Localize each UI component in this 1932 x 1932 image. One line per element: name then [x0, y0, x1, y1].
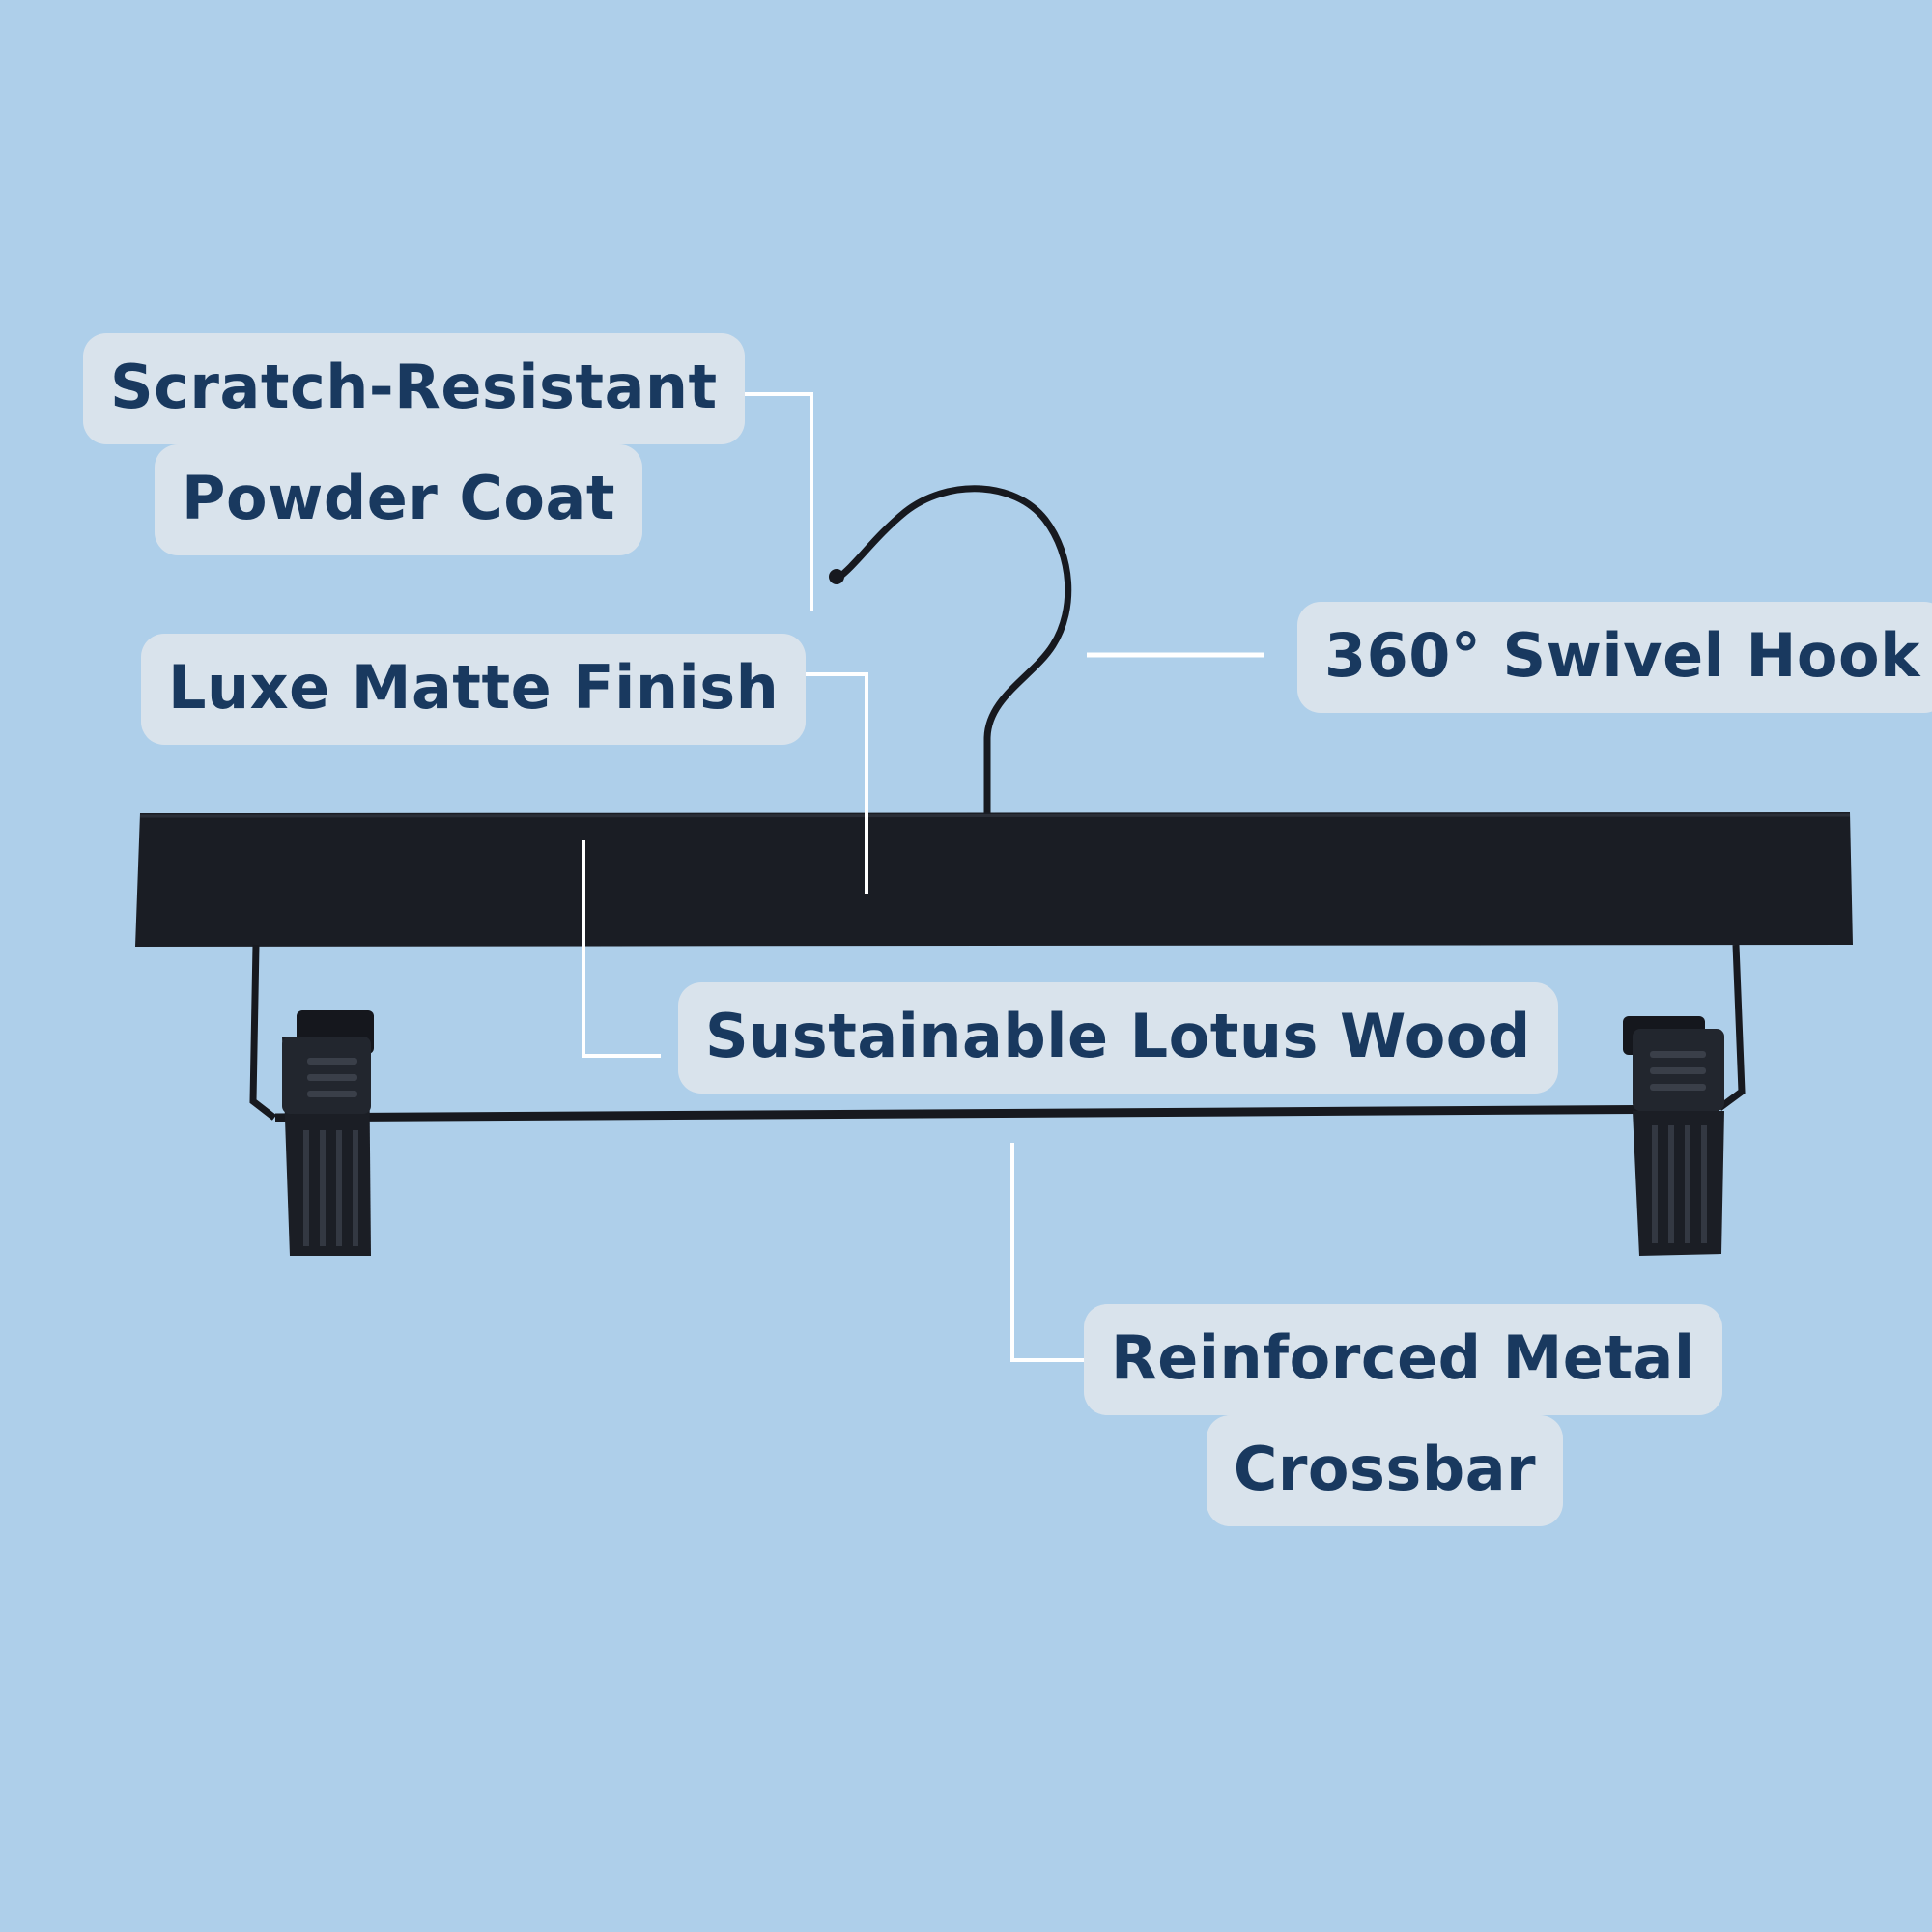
callout-powder-coat: Scratch-Resistant Powder Coat	[83, 333, 745, 555]
right-clip	[1623, 1016, 1724, 1256]
callout-lotus-wood: Sustainable Lotus Wood	[678, 982, 1558, 1094]
leader-line-crossbar	[1010, 1143, 1092, 1362]
left-clip	[282, 1010, 374, 1256]
callout-swivel-hook-line-1: 360° Swivel Hook	[1297, 602, 1932, 713]
metal-crossbar	[274, 1104, 1720, 1122]
callout-powder-coat-line-2: Powder Coat	[155, 444, 642, 555]
callout-powder-coat-line-1: Scratch-Resistant	[83, 333, 745, 444]
callout-lotus-wood-line-1: Sustainable Lotus Wood	[678, 982, 1558, 1094]
hook-tip	[829, 569, 844, 584]
right-side-wire	[1717, 944, 1746, 1111]
callout-matte-finish: Luxe Matte Finish	[141, 634, 807, 745]
leader-line-matte-finish	[789, 672, 868, 894]
callout-crossbar-line-1: Reinforced Metal	[1084, 1304, 1722, 1415]
wooden-bar	[135, 812, 1853, 947]
callout-crossbar: Reinforced Metal Crossbar	[1084, 1304, 1722, 1526]
callout-crossbar-line-2: Crossbar	[1206, 1415, 1564, 1526]
callout-matte-finish-line-1: Luxe Matte Finish	[141, 634, 807, 745]
leader-line-powder-coat	[736, 392, 813, 611]
leader-line-lotus-wood	[582, 840, 661, 1058]
callout-swivel-hook: 360° Swivel Hook	[1297, 602, 1932, 713]
left-side-wire	[249, 944, 277, 1121]
swivel-hook	[835, 485, 1072, 817]
